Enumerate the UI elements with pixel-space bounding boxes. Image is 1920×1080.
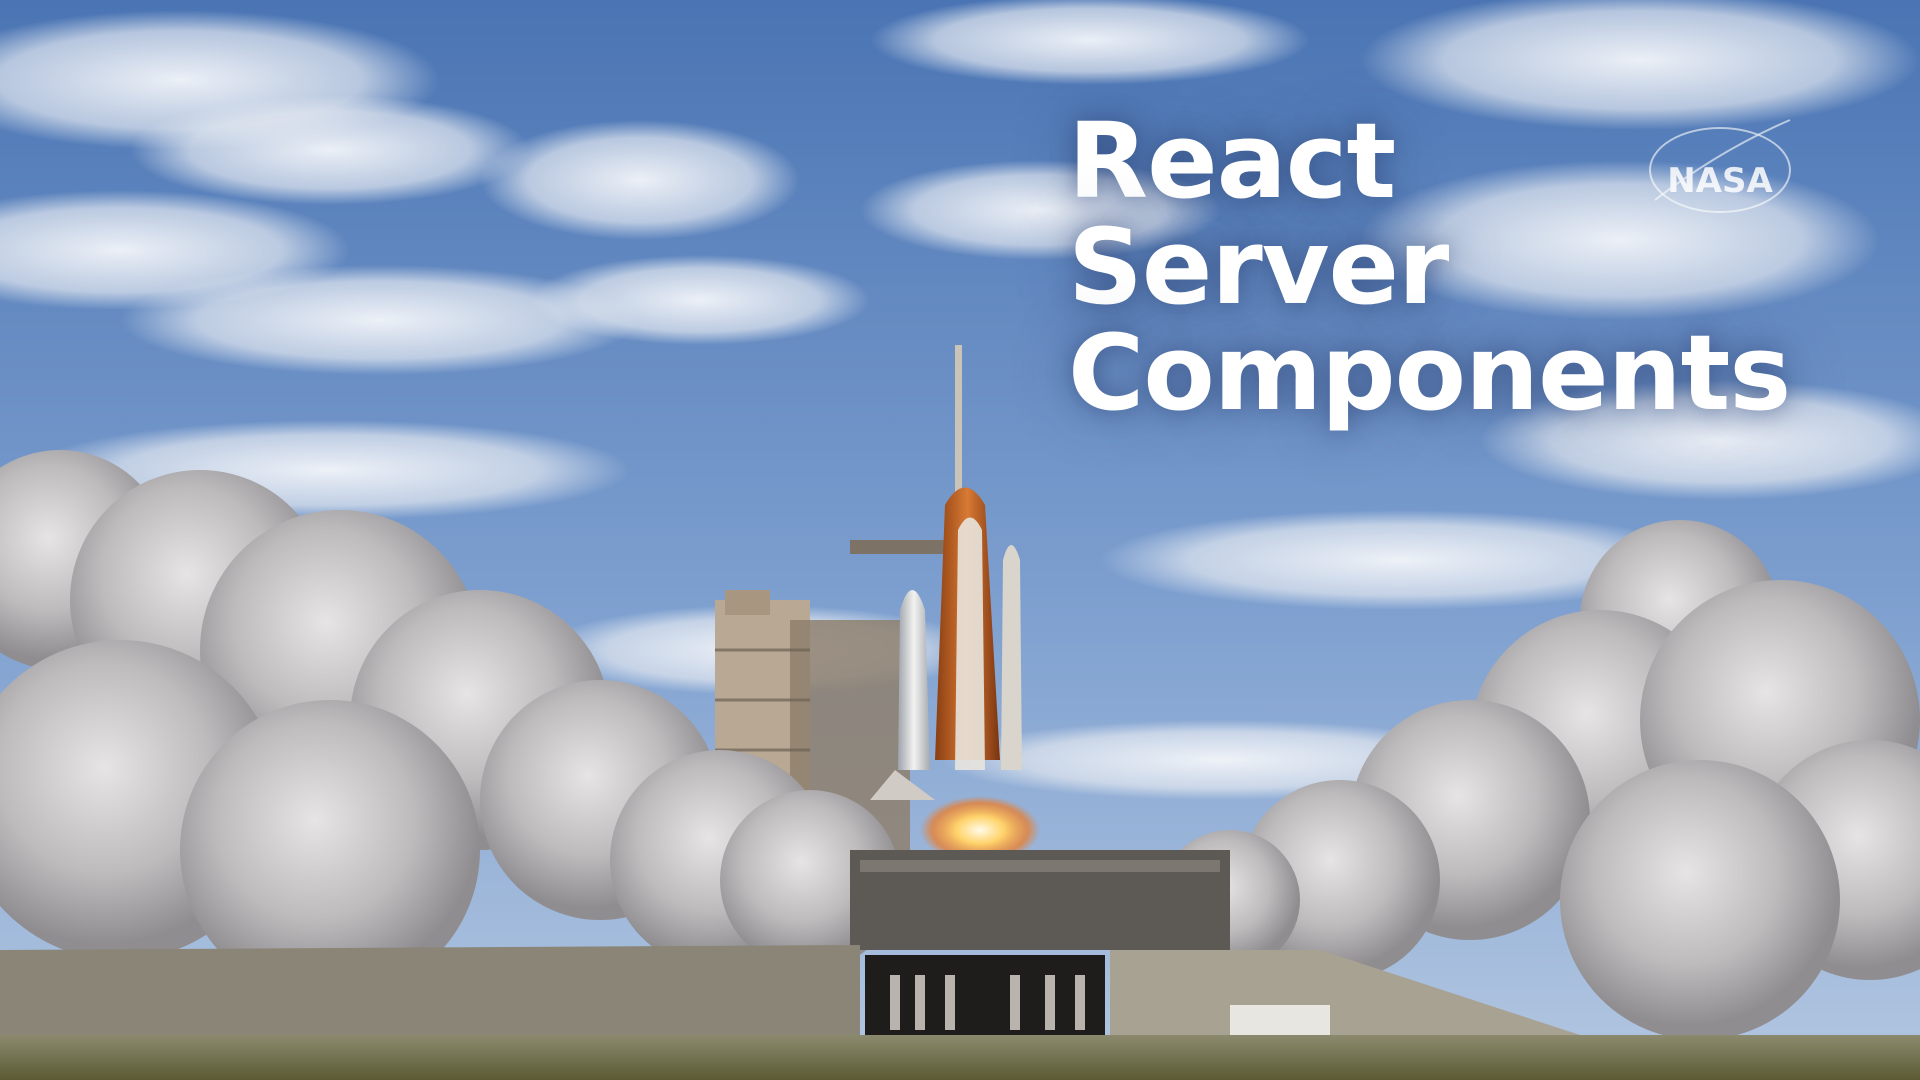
smoke-left <box>0 450 900 1000</box>
exhaust-flame <box>920 796 1040 864</box>
launch-platform <box>850 850 1230 1035</box>
space-shuttle <box>870 487 1022 800</box>
pad-wall-left <box>0 945 860 1045</box>
clouds <box>0 0 1920 800</box>
pad-building <box>1230 1005 1330 1040</box>
title-line-1: React <box>1068 100 1396 222</box>
ground <box>0 1035 1920 1080</box>
nasa-logo-text: NASA <box>1667 161 1773 201</box>
slide-title: React Server Components <box>1068 100 1791 434</box>
pad-ramp-right <box>1110 950 1580 1040</box>
title-line-3: Components <box>1068 312 1791 434</box>
nasa-meatball-icon <box>1649 127 1791 213</box>
smoke-right <box>1160 520 1920 1040</box>
title-line-2: Server <box>1068 206 1449 328</box>
nasa-logo: NASA <box>1649 119 1791 213</box>
